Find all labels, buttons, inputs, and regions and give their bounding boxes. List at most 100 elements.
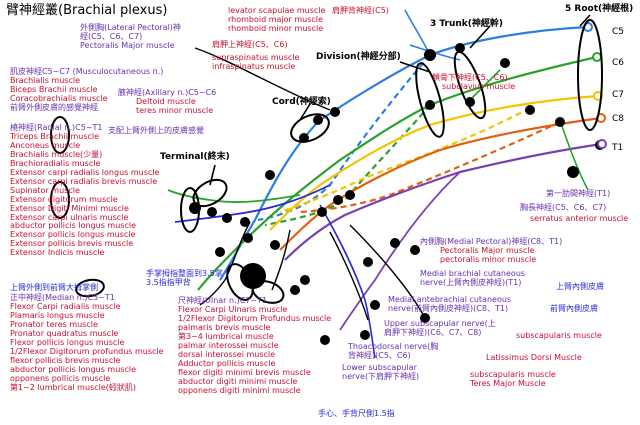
nerve-path-t1 bbox=[284, 142, 603, 261]
hand-skin-label: 手心、手背尺側1.5指 bbox=[318, 409, 395, 418]
terminal-path-2 bbox=[271, 229, 291, 291]
terminal-ellipse bbox=[50, 116, 70, 154]
radial-muscle-label: Extensor pollicis brevis muscle bbox=[10, 239, 134, 249]
subclavian-line bbox=[469, 69, 501, 101]
nerve-path-c7-dashed bbox=[279, 107, 531, 214]
suprascapular-nerve-label: 肩胛上神經(C5、C6) bbox=[212, 40, 288, 49]
nerve-path-c7 bbox=[269, 94, 599, 231]
axillary-muscle-label: teres minor muscle bbox=[136, 105, 214, 115]
ulnar-muscle-label: palmar interossei muscle bbox=[178, 340, 279, 350]
lateral-pectoral-nerve-label: 外側胸(Lateral Pectoral)神 bbox=[80, 23, 181, 32]
node bbox=[425, 100, 435, 110]
ulnar-muscle-label: Flexor Carpi Ulnaris muscle bbox=[178, 304, 288, 314]
long-thoracic-nerve-label: 胸長神經(C5、C6、C7) bbox=[520, 203, 607, 212]
subclavian-nerve-label: 鎖骨下神經(C5、C6) bbox=[432, 73, 508, 82]
ulnar-muscle-label: opponens digiti minimi muscle bbox=[178, 385, 301, 395]
first-intercostal-label: 第一肋間神經(T1) bbox=[546, 189, 611, 198]
node bbox=[390, 238, 400, 248]
suprascapular-muscle-label: supraspinatus muscle bbox=[212, 52, 300, 62]
cord-ellipse bbox=[290, 113, 330, 143]
division-header: Division(神經分部) bbox=[316, 52, 401, 62]
root-label-c5: C5 bbox=[612, 27, 625, 37]
radial-block: 橈神經(Radial n.)C5~T1 Triceps Brachii musc… bbox=[10, 123, 159, 258]
ulnar-nerve-label: 尺神經(Ulnar n.)C7~T1 bbox=[178, 296, 268, 305]
median-muscle-label: Flexor pollicis longus muscle bbox=[10, 337, 125, 347]
terminal-ellipse bbox=[226, 263, 254, 301]
lateral-cord-path bbox=[167, 189, 301, 203]
terminal-path-1 bbox=[199, 221, 251, 306]
root-label-c6: C6 bbox=[612, 58, 625, 68]
root-label-c7: C7 bbox=[612, 90, 625, 100]
suprascapular-muscle-label: infraspinatus muscle bbox=[212, 61, 296, 71]
upper-arm-inner-skin-label: 上臂內側皮膚 bbox=[556, 282, 604, 291]
lower-subscapular-nerve-label: nerve(下肩胛下神經) bbox=[342, 371, 420, 381]
long-thoracic-muscle-label: serratus anterior muscle bbox=[530, 213, 629, 223]
medial-antebrachial-cutaneous-block: Medial antebrachial cutaneous nerve(前臂內側… bbox=[388, 295, 511, 314]
arrow-cord bbox=[299, 103, 311, 121]
long-thoracic-line bbox=[559, 119, 589, 191]
arrow-division bbox=[399, 61, 431, 73]
suprascapular-block: 肩胛上神經(C5、C6) supraspinatus muscle infras… bbox=[212, 40, 300, 72]
arrow-trunk bbox=[469, 25, 491, 49]
medial-brachial-cutaneous-label: nerve(上臂內側皮神經)(T1) bbox=[420, 277, 522, 287]
radial-muscle-label: abductor pollicis longus muscle bbox=[10, 221, 136, 231]
ulnar-muscle-label: Adductor pollicis muscle bbox=[178, 358, 276, 368]
ulnar-muscle-label: abductor digiti minimi muscle bbox=[178, 376, 298, 386]
root-label-c8: C8 bbox=[612, 114, 625, 124]
node bbox=[567, 166, 579, 178]
median-nerve-label: 正中神經(Median n.)C5~T1 bbox=[10, 293, 115, 302]
terminal-path-4 bbox=[349, 224, 426, 319]
arrow-terminal bbox=[209, 164, 216, 186]
node bbox=[265, 170, 275, 180]
median-muscle-label: Plamaris longus muscle bbox=[10, 310, 105, 320]
median-muscle-label: abductor pollicis longus muscle bbox=[10, 364, 136, 374]
lower-subscapular-muscles-block: subscapularis muscle Teres Major Muscle bbox=[470, 370, 556, 389]
node bbox=[207, 207, 217, 217]
nerve-path-t1-lower bbox=[339, 171, 461, 331]
subclavian-block: 鎖骨下神經(C5、C6) subclavius muscle bbox=[432, 73, 515, 92]
node bbox=[525, 105, 535, 115]
root-header: 5 Root(神經根) bbox=[565, 4, 634, 14]
medial-pectoral-muscle-label: Pectoralis Major muscle bbox=[440, 245, 535, 255]
lateral-pectoral-block: 外側胸(Lateral Pectoral)神 經(C5、C6、C7) Pecto… bbox=[80, 23, 181, 51]
radial-muscle-label: Extensor digitorum muscle bbox=[10, 194, 118, 204]
upper-subscapular-nerve-label: 肩胛下神經)(C6、C7、C8) bbox=[384, 327, 482, 337]
root-label-t1: T1 bbox=[612, 143, 624, 153]
thoracodorsal-nerve-label: 背神經)(C5、C6) bbox=[348, 350, 411, 360]
radial-muscle-label: Extensor carpi radialis brevis muscle bbox=[10, 176, 158, 186]
nerve-path-c8 bbox=[279, 116, 602, 251]
arrow-root bbox=[579, 14, 591, 27]
root-ellipse bbox=[577, 19, 603, 131]
radial-muscle-label: Extensor pollicis longus muscle bbox=[10, 230, 136, 240]
lower-subscapular-muscle-label: Teres Major Muscle bbox=[470, 378, 546, 388]
node bbox=[345, 190, 355, 200]
node bbox=[555, 117, 565, 127]
median-muscle-label: 第1~2 lumbrical muscle(蚓狀肌) bbox=[10, 382, 136, 392]
musculocutaneous-muscle-label: Coracobrachialis muscle bbox=[10, 93, 108, 103]
upper-subscapular-nerve-label: Upper subscapular nerve(上 bbox=[384, 319, 496, 328]
upper-subscapularis-muscle-label: subscapularis muscle bbox=[516, 331, 602, 340]
musculocutaneous-skin-label: 前臂外側皮膚的感覺神經 bbox=[10, 102, 98, 112]
median-muscle-label: Flexor Carpi radialis muscle bbox=[10, 301, 121, 311]
node bbox=[363, 257, 373, 267]
medial-pectoral-muscle-label: pectoralis minor muscle bbox=[440, 254, 537, 264]
ulnar-muscle-label: dorsal interossei muscle bbox=[178, 349, 276, 359]
terminal-path-3 bbox=[329, 231, 369, 321]
lower-subscapular-block: Lower subscapular nerve(下肩胛下神經) bbox=[342, 363, 420, 382]
node bbox=[243, 233, 253, 243]
node bbox=[500, 58, 510, 68]
axillary-nerve-label: 腋神經(Axillary n.)C5~C6 bbox=[118, 88, 217, 97]
terminal-ellipse bbox=[192, 178, 228, 208]
radial-muscle-label: Anconeus muscle bbox=[10, 140, 81, 150]
node bbox=[424, 49, 436, 61]
trunk-ellipse bbox=[453, 50, 487, 120]
node bbox=[333, 195, 343, 205]
palm-skin-label: 3.5指指甲背 bbox=[146, 277, 191, 287]
thoracodorsal-nerve-label: Thoacodorsal nerve(胸 bbox=[348, 342, 439, 351]
root-end-c6 bbox=[592, 52, 602, 62]
node bbox=[370, 300, 380, 310]
nerve-path-c8-dashed bbox=[299, 121, 561, 214]
node bbox=[410, 245, 420, 255]
